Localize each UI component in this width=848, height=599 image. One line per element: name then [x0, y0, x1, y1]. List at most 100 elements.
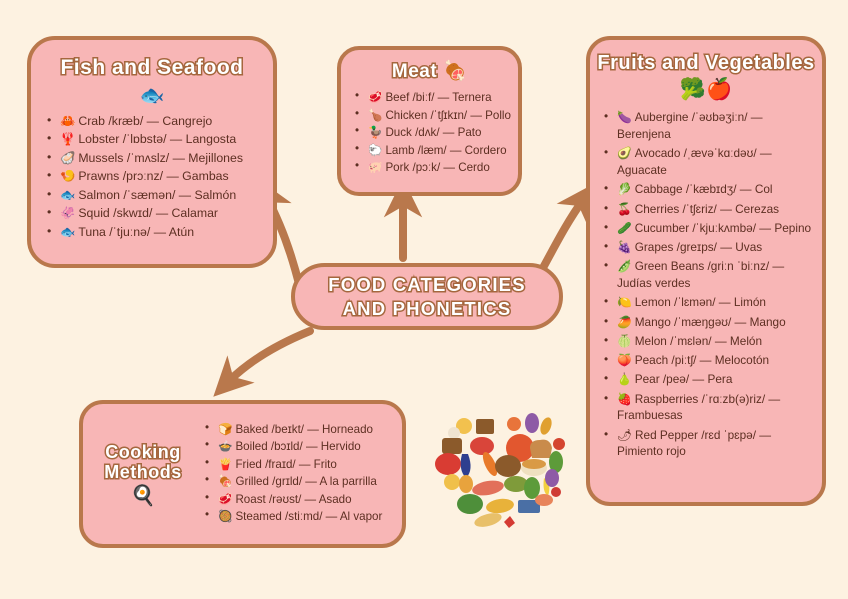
- card-meat[interactable]: Meat 🍖 🥩Beef /biːf/ — Ternera 🍗Chicken /…: [337, 46, 522, 196]
- item-emoji: 🍆: [617, 110, 632, 125]
- list-item: 🥩Beef /biːf/ — Ternera: [353, 89, 518, 105]
- item-emoji: 🍗: [368, 108, 383, 122]
- item-emoji: 🍤: [60, 169, 76, 184]
- item-text: Aubergine /ˈəʊbəʒiːn/ — Berenjena: [617, 110, 763, 142]
- fruits-card-title: Fruits and Vegetables: [596, 50, 816, 75]
- list-item: 🍒Cherries /ˈtʃɛriz/ — Cerezas: [602, 200, 822, 218]
- page-title: FOOD CATEGORIES AND PHONETICS: [327, 273, 526, 320]
- list-item: 🍈Melon /ˈmɛlən/ — Melón: [602, 332, 822, 350]
- item-text: Prawns /prɔːnz/ — Gambas: [78, 169, 229, 184]
- list-item: 🐖Pork /pɔːk/ — Cerdo: [353, 159, 518, 175]
- item-emoji: 🍟: [218, 457, 233, 471]
- list-item: 🍑Peach /piːtʃ/ — Melocotón: [602, 351, 822, 369]
- item-text: Red Pepper /rɛd ˈpɛpə/ — Pimiento rojo: [617, 427, 772, 459]
- fish-card-title: Fish and Seafood: [59, 55, 245, 81]
- list-item: 🥩Roast /rəʊst/ — Asado: [203, 491, 396, 506]
- list-item: 🥘Steamed /stiːmd/ — Al vapor: [203, 508, 396, 523]
- item-emoji: 🍞: [218, 422, 233, 436]
- item-text: Boiled /bɔɪld/ — Hervido: [235, 440, 361, 453]
- item-text: Tuna /ˈtjuːnə/ — Atún: [78, 224, 195, 239]
- fish-item-list: 🦀Crab /kræb/ — Cangrejo 🦞Lobster /ˈlɒbst…: [45, 113, 273, 240]
- item-emoji: 🍋: [617, 295, 632, 310]
- item-emoji: 🫛: [617, 259, 632, 274]
- item-text: Roast /rəʊst/ — Asado: [235, 492, 352, 506]
- list-item: 🥬Cabbage /ˈkæbɪdʒ/ — Col: [602, 180, 822, 198]
- item-emoji: 🍇: [617, 240, 632, 255]
- item-emoji: 🌶: [617, 427, 632, 442]
- item-text: Steamed /stiːmd/ — Al vapor: [235, 510, 383, 523]
- item-emoji: 🍑: [617, 353, 632, 368]
- item-text: Lobster /ˈlɒbstə/ — Langosta: [78, 132, 237, 147]
- list-item: 🥭Mango /ˈmæŋɡəʊ/ — Mango: [602, 313, 822, 331]
- meat-item-list: 🥩Beef /biːf/ — Ternera 🍗Chicken /ˈtʃɪkɪn…: [353, 89, 518, 175]
- list-item: 🍤Prawns /prɔːnz/ — Gambas: [45, 168, 273, 184]
- list-item: 🦑Squid /skwɪd/ — Calamar: [45, 205, 273, 221]
- item-emoji: 🥒: [617, 220, 632, 235]
- item-text: Lemon /ˈlɛmən/ — Limón: [634, 295, 766, 310]
- list-item: 🍟Fried /fraɪd/ — Frito: [203, 456, 396, 471]
- item-emoji: 🦪: [60, 150, 76, 165]
- list-item: 🍐Pear /peə/ — Pera: [602, 370, 822, 388]
- card-cooking-methods[interactable]: Cooking Methods 🍳 🍞Baked /beɪkt/ — Horne…: [79, 400, 406, 548]
- list-item: 🦞Lobster /ˈlɒbstə/ — Langosta: [45, 131, 273, 147]
- item-emoji: 🍒: [617, 201, 632, 216]
- list-item: 🫛Green Beans /ɡriːn ˈbiːnz/ — Judías ver…: [602, 257, 822, 292]
- card-fruits-and-vegetables[interactable]: Fruits and Vegetables 🥦🍎 🍆Aubergine /ˈəʊ…: [586, 36, 826, 506]
- list-item: 🍋Lemon /ˈlɛmən/ — Limón: [602, 293, 822, 311]
- list-item: 🍓Raspberries /ˈrɑːzb(ə)riz/ — Frambuesas: [602, 390, 822, 425]
- item-emoji: 🦀: [60, 113, 76, 128]
- item-emoji: 🐟: [60, 224, 76, 239]
- item-emoji: 🥭: [617, 314, 632, 329]
- item-text: Cucumber /ˈkjuːkʌmbə/ — Pepino: [634, 220, 812, 235]
- list-item: 🦪Mussels /ˈmʌslz/ — Mejillones: [45, 150, 273, 166]
- item-emoji: 🥩: [218, 492, 233, 506]
- meat-card-title: Meat 🍖: [390, 59, 468, 83]
- item-emoji: 🍲: [218, 440, 233, 453]
- item-text: Mango /ˈmæŋɡəʊ/ — Mango: [634, 314, 786, 329]
- cooking-item-list: 🍞Baked /beɪkt/ — Horneado 🍲Boiled /bɔɪld…: [203, 421, 396, 527]
- item-text: Pear /peə/ — Pera: [634, 372, 733, 387]
- list-item: 🍇Grapes /ɡreɪps/ — Uvas: [602, 238, 822, 256]
- item-emoji: 🥬: [617, 182, 632, 197]
- list-item: 🦀Crab /kræb/ — Cangrejo: [45, 113, 273, 129]
- item-emoji: 🦞: [60, 132, 76, 147]
- food-heart-decoration: [435, 413, 565, 528]
- list-item: 🍞Baked /beɪkt/ — Horneado: [203, 421, 396, 436]
- list-item: 🐟Salmon /ˈsæmən/ — Salmón: [45, 187, 273, 203]
- list-item: 🍲Boiled /bɔɪld/ — Hervido: [203, 438, 396, 453]
- item-emoji: 🍈: [617, 333, 632, 348]
- item-emoji: 🦆: [368, 126, 383, 140]
- card-fish-and-seafood[interactable]: Fish and Seafood 🐟 🦀Crab /kræb/ — Cangre…: [27, 36, 277, 268]
- item-text: Grapes /ɡreɪps/ — Uvas: [634, 240, 763, 255]
- item-text: Grilled /ɡrɪld/ — A la parrilla: [235, 475, 377, 488]
- item-text: Raspberries /ˈrɑːzb(ə)riz/ — Frambuesas: [617, 391, 781, 423]
- item-text: Cherries /ˈtʃɛriz/ — Cerezas: [634, 201, 780, 216]
- list-item: 🥒Cucumber /ˈkjuːkʌmbə/ — Pepino: [602, 219, 822, 237]
- item-text: Pork /pɔːk/ — Cerdo: [385, 161, 490, 175]
- item-text: Melon /ˈmɛlən/ — Melón: [634, 333, 763, 348]
- list-item: 🐟Tuna /ˈtjuːnə/ — Atún: [45, 224, 273, 240]
- item-emoji: 🥘: [218, 510, 233, 523]
- list-item: 🥑Avocado /ˌævəˈkɑːdəʊ/ — Aguacate: [602, 144, 822, 179]
- item-text: Chicken /ˈtʃɪkɪn/ — Pollo: [385, 108, 511, 122]
- item-emoji: 🍐: [617, 372, 632, 387]
- fish-emoji: 🐟: [139, 84, 165, 107]
- cooking-header: Cooking Methods 🍳: [83, 440, 203, 506]
- list-item: 🍆Aubergine /ˈəʊbəʒiːn/ — Berenjena: [602, 108, 822, 143]
- item-text: Fried /fraɪd/ — Frito: [235, 457, 337, 471]
- list-item: 🦆Duck /dʌk/ — Pato: [353, 124, 518, 140]
- item-text: Avocado /ˌævəˈkɑːdəʊ/ — Aguacate: [617, 146, 772, 178]
- item-text: Duck /dʌk/ — Pato: [385, 126, 482, 140]
- item-text: Baked /beɪkt/ — Horneado: [235, 422, 373, 436]
- item-text: Lamb /læm/ — Cordero: [385, 143, 507, 157]
- item-text: Crab /kræb/ — Cangrejo: [78, 113, 213, 128]
- arrow-to-fruits: [534, 183, 596, 281]
- broccoli-and-apple-emoji: 🥦🍎: [679, 78, 733, 102]
- card-center-title[interactable]: FOOD CATEGORIES AND PHONETICS: [291, 263, 563, 330]
- list-item: 🌶Red Pepper /rɛd ˈpɛpə/ — Pimiento rojo: [602, 426, 822, 461]
- item-text: Cabbage /ˈkæbɪdʒ/ — Col: [634, 182, 773, 197]
- item-text: Peach /piːtʃ/ — Melocotón: [634, 353, 770, 368]
- item-text: Beef /biːf/ — Ternera: [385, 91, 492, 105]
- item-emoji: 🐖: [368, 161, 383, 175]
